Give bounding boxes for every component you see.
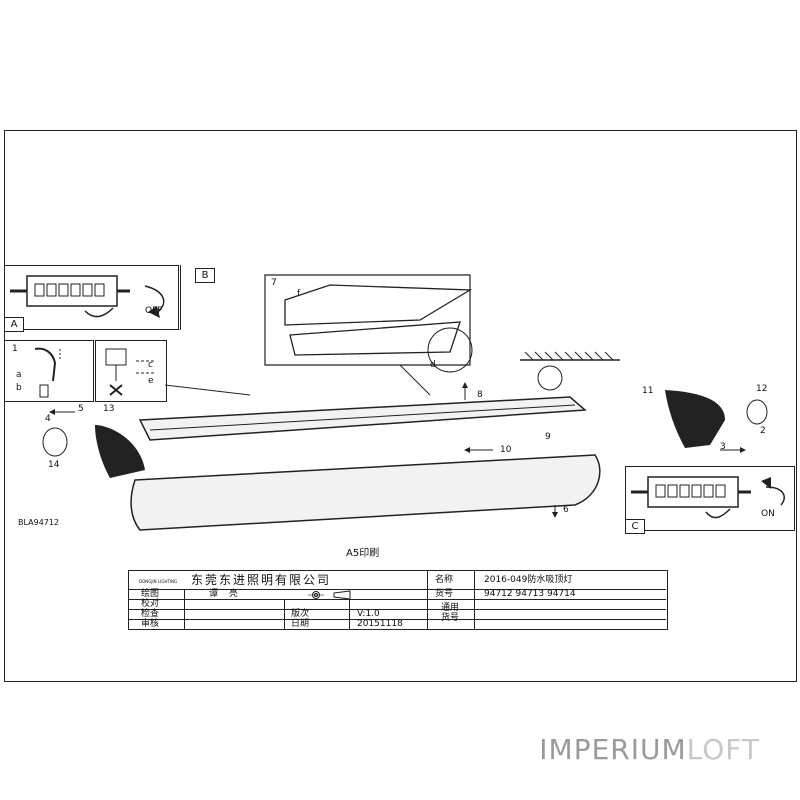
panel-c-power-on: ON C <box>625 466 795 534</box>
panel-a-power-off: OFF A <box>4 265 179 332</box>
terminal-block-off-illustration <box>10 275 165 318</box>
panel-b-tag: B <box>195 268 215 283</box>
print-size-note: A5印刷 <box>346 548 380 559</box>
hardware-letter-c: c <box>148 360 153 370</box>
logo-mark: DONGJIN LIGHTING <box>139 579 178 584</box>
name-value: 2016-049防水吸顶灯 <box>484 575 573 585</box>
watermark-part-1: IMPERIUM <box>539 733 687 766</box>
item-label: 货号 <box>435 589 454 599</box>
on-label: ON <box>761 509 775 519</box>
callout-1: 1 <box>12 344 18 354</box>
callout-3: 3 <box>720 442 726 452</box>
name-label: 名称 <box>435 575 454 585</box>
off-label: OFF <box>145 306 163 316</box>
watermark-part-2: LOFT <box>686 733 760 766</box>
hardware-letter-d: d <box>430 360 436 370</box>
common-label-2: 货号 <box>441 613 460 623</box>
date-value: 20151118 <box>357 619 403 629</box>
callout-5: 5 <box>78 404 84 414</box>
proof-label: 校对 <box>141 599 160 609</box>
version-value: V:1.0 <box>357 609 380 619</box>
model-code: BLA94712 <box>18 518 60 527</box>
callout-6: 6 <box>563 505 569 515</box>
callout-13: 13 <box>103 404 115 414</box>
hardware-letter-b: b <box>16 383 22 393</box>
callout-12: 12 <box>756 384 768 394</box>
panel-a-tag: A <box>4 317 24 332</box>
drawn-value: 谭 亮 <box>209 589 242 599</box>
common-label-1: 通用 <box>441 603 460 613</box>
watermark: IMPERIUMLOFT <box>539 733 760 766</box>
instruction-sheet <box>4 130 797 682</box>
projection-symbol-icon <box>308 590 351 600</box>
hardware-letter-f: f <box>297 289 301 299</box>
callout-9: 9 <box>545 432 551 442</box>
wire-cut-illustration <box>105 348 156 396</box>
panel-b-frame <box>180 265 181 330</box>
item-value: 94712 94713 94714 <box>484 589 576 599</box>
callout-11: 11 <box>642 386 654 396</box>
cable-clamp-illustration <box>34 347 61 398</box>
callout-14: 14 <box>48 460 60 470</box>
terminal-block-on-illustration <box>631 476 785 519</box>
check-label: 检查 <box>141 609 160 619</box>
review-label: 审核 <box>141 619 160 629</box>
callout-10: 10 <box>500 445 512 455</box>
drawn-label: 绘图 <box>141 589 160 599</box>
company-name: 东莞东进照明有限公司 <box>191 573 332 587</box>
callout-8: 8 <box>477 390 483 400</box>
panel-step-1 <box>4 340 94 402</box>
callout-7: 7 <box>271 278 277 288</box>
hardware-letter-a: a <box>16 370 22 380</box>
callout-2: 2 <box>760 426 766 436</box>
callout-4: 4 <box>45 414 51 424</box>
version-label: 版次 <box>291 609 310 619</box>
title-block: DONGJIN LIGHTING 东莞东进照明有限公司 名称 2016-049防… <box>128 570 668 630</box>
date-label: 日期 <box>291 619 310 629</box>
hardware-letter-e: e <box>148 376 154 386</box>
panel-step-6 <box>95 340 167 402</box>
panel-c-tag: C <box>625 519 645 534</box>
